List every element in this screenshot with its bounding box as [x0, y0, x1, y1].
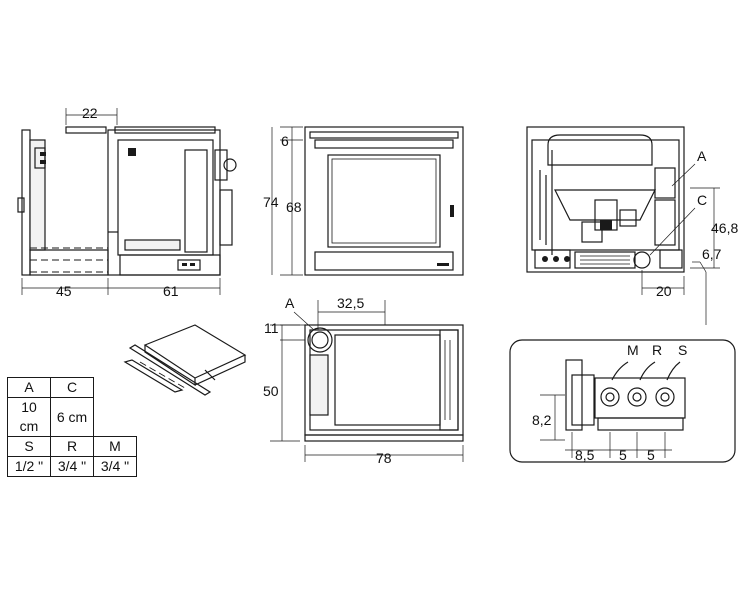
top-width-label: 78 [376, 450, 392, 466]
table-cell: 1/2 " [7, 456, 51, 477]
side-right-width-label: 61 [163, 283, 179, 299]
detail-label-s: S [678, 342, 687, 358]
table-row: S R M [7, 436, 137, 457]
table-row: 10 cm 6 cm [7, 397, 137, 437]
table-cell: A [7, 377, 51, 398]
front-height-outer-label: 74 [263, 194, 279, 210]
detail-height-label: 8,2 [532, 412, 552, 428]
top-depth-label: 50 [263, 383, 279, 399]
detail-offset-label: 8,5 [575, 447, 595, 463]
rear-offset-label: 6,7 [702, 246, 722, 262]
front-view: 6 74 68 [263, 126, 464, 276]
front-top-label: 6 [281, 133, 289, 149]
table-cell: R [50, 436, 94, 457]
side-view: 22 45 61 [17, 105, 237, 299]
table-row: 1/2 " 3/4 " 3/4 " [7, 456, 137, 477]
rear-width-label: 20 [656, 283, 672, 299]
table-cell: 3/4 " [93, 456, 137, 477]
rear-label-c: C [697, 192, 707, 208]
table-row: A C [7, 377, 137, 398]
table-cell: M [93, 436, 137, 457]
table-cell: 6 cm [50, 397, 94, 437]
detail-label-r: R [652, 342, 662, 358]
connection-spec-table: A C 10 cm 6 cm S R M 1/2 " 3/4 " 3/4 " [7, 377, 137, 477]
detail-spacing-2-label: 5 [647, 447, 655, 463]
rear-height-label: 46,8 [711, 220, 738, 236]
connection-detail-view: M R S 8,2 8,5 5 5 [509, 339, 736, 463]
table-cell: S [7, 436, 51, 457]
top-view: A 32,5 11 50 78 [263, 295, 464, 466]
side-left-width-label: 45 [56, 283, 72, 299]
top-a-pos-label: 32,5 [337, 295, 364, 311]
rear-view: A C 46,8 6,7 20 [526, 126, 738, 325]
top-a-depth-label: 11 [264, 320, 279, 336]
rear-label-a: A [697, 148, 707, 164]
front-height-inner-label: 68 [286, 199, 302, 215]
drawer-perspective-view [123, 324, 247, 396]
detail-spacing-1-label: 5 [619, 447, 627, 463]
table-cell: 10 cm [7, 397, 51, 437]
table-cell: C [50, 377, 94, 398]
top-label-a: A [285, 295, 295, 311]
side-depth-top-label: 22 [82, 105, 98, 121]
detail-label-m: M [627, 342, 639, 358]
table-cell: 3/4 " [50, 456, 94, 477]
